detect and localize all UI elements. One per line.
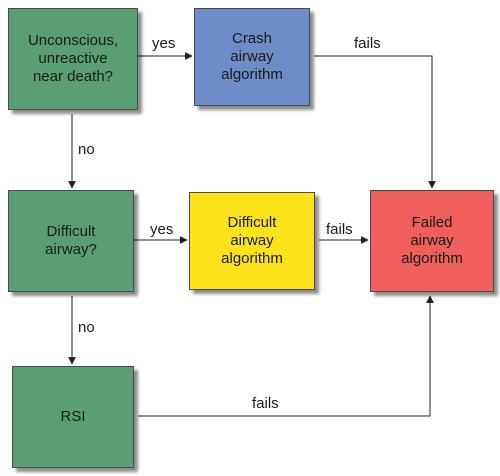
edge-label-fails-rsi: fails — [252, 395, 279, 412]
edge-label-no-rsi: no — [78, 319, 95, 336]
crash-airway-algorithm-box: Crash airway algorithm — [194, 8, 310, 106]
decision-difficult-airway-box: Difficult airway? — [8, 190, 134, 292]
arrow-crash-to-failed — [314, 55, 436, 189]
crash-airway-algorithm-label: Crash airway algorithm — [221, 30, 283, 83]
edge-label-fails-difficult-algo: fails — [326, 221, 353, 238]
difficult-airway-algorithm-box: Difficult airway algorithm — [189, 192, 315, 290]
rsi-label: RSI — [60, 408, 86, 425]
decision-difficult-airway-label: Difficult airway? — [45, 223, 97, 258]
decision-unconscious-box: Unconscious, unreactive near death? — [8, 8, 138, 110]
failed-airway-algorithm-box: Failed airway algorithm — [370, 190, 494, 292]
rsi-box: RSI — [12, 366, 134, 468]
failed-airway-algorithm-label: Failed airway algorithm — [401, 214, 463, 267]
edge-label-yes-crash: yes — [152, 35, 176, 52]
edge-label-yes-difficult-algo: yes — [150, 221, 174, 238]
arrow-rsi-to-failed — [138, 295, 434, 417]
decision-unconscious-label: Unconscious, unreactive near death? — [27, 32, 119, 85]
edge-label-fails-crash: fails — [354, 35, 381, 52]
edge-label-no-difficult: no — [78, 141, 95, 158]
difficult-airway-algorithm-label: Difficult airway algorithm — [221, 214, 283, 267]
